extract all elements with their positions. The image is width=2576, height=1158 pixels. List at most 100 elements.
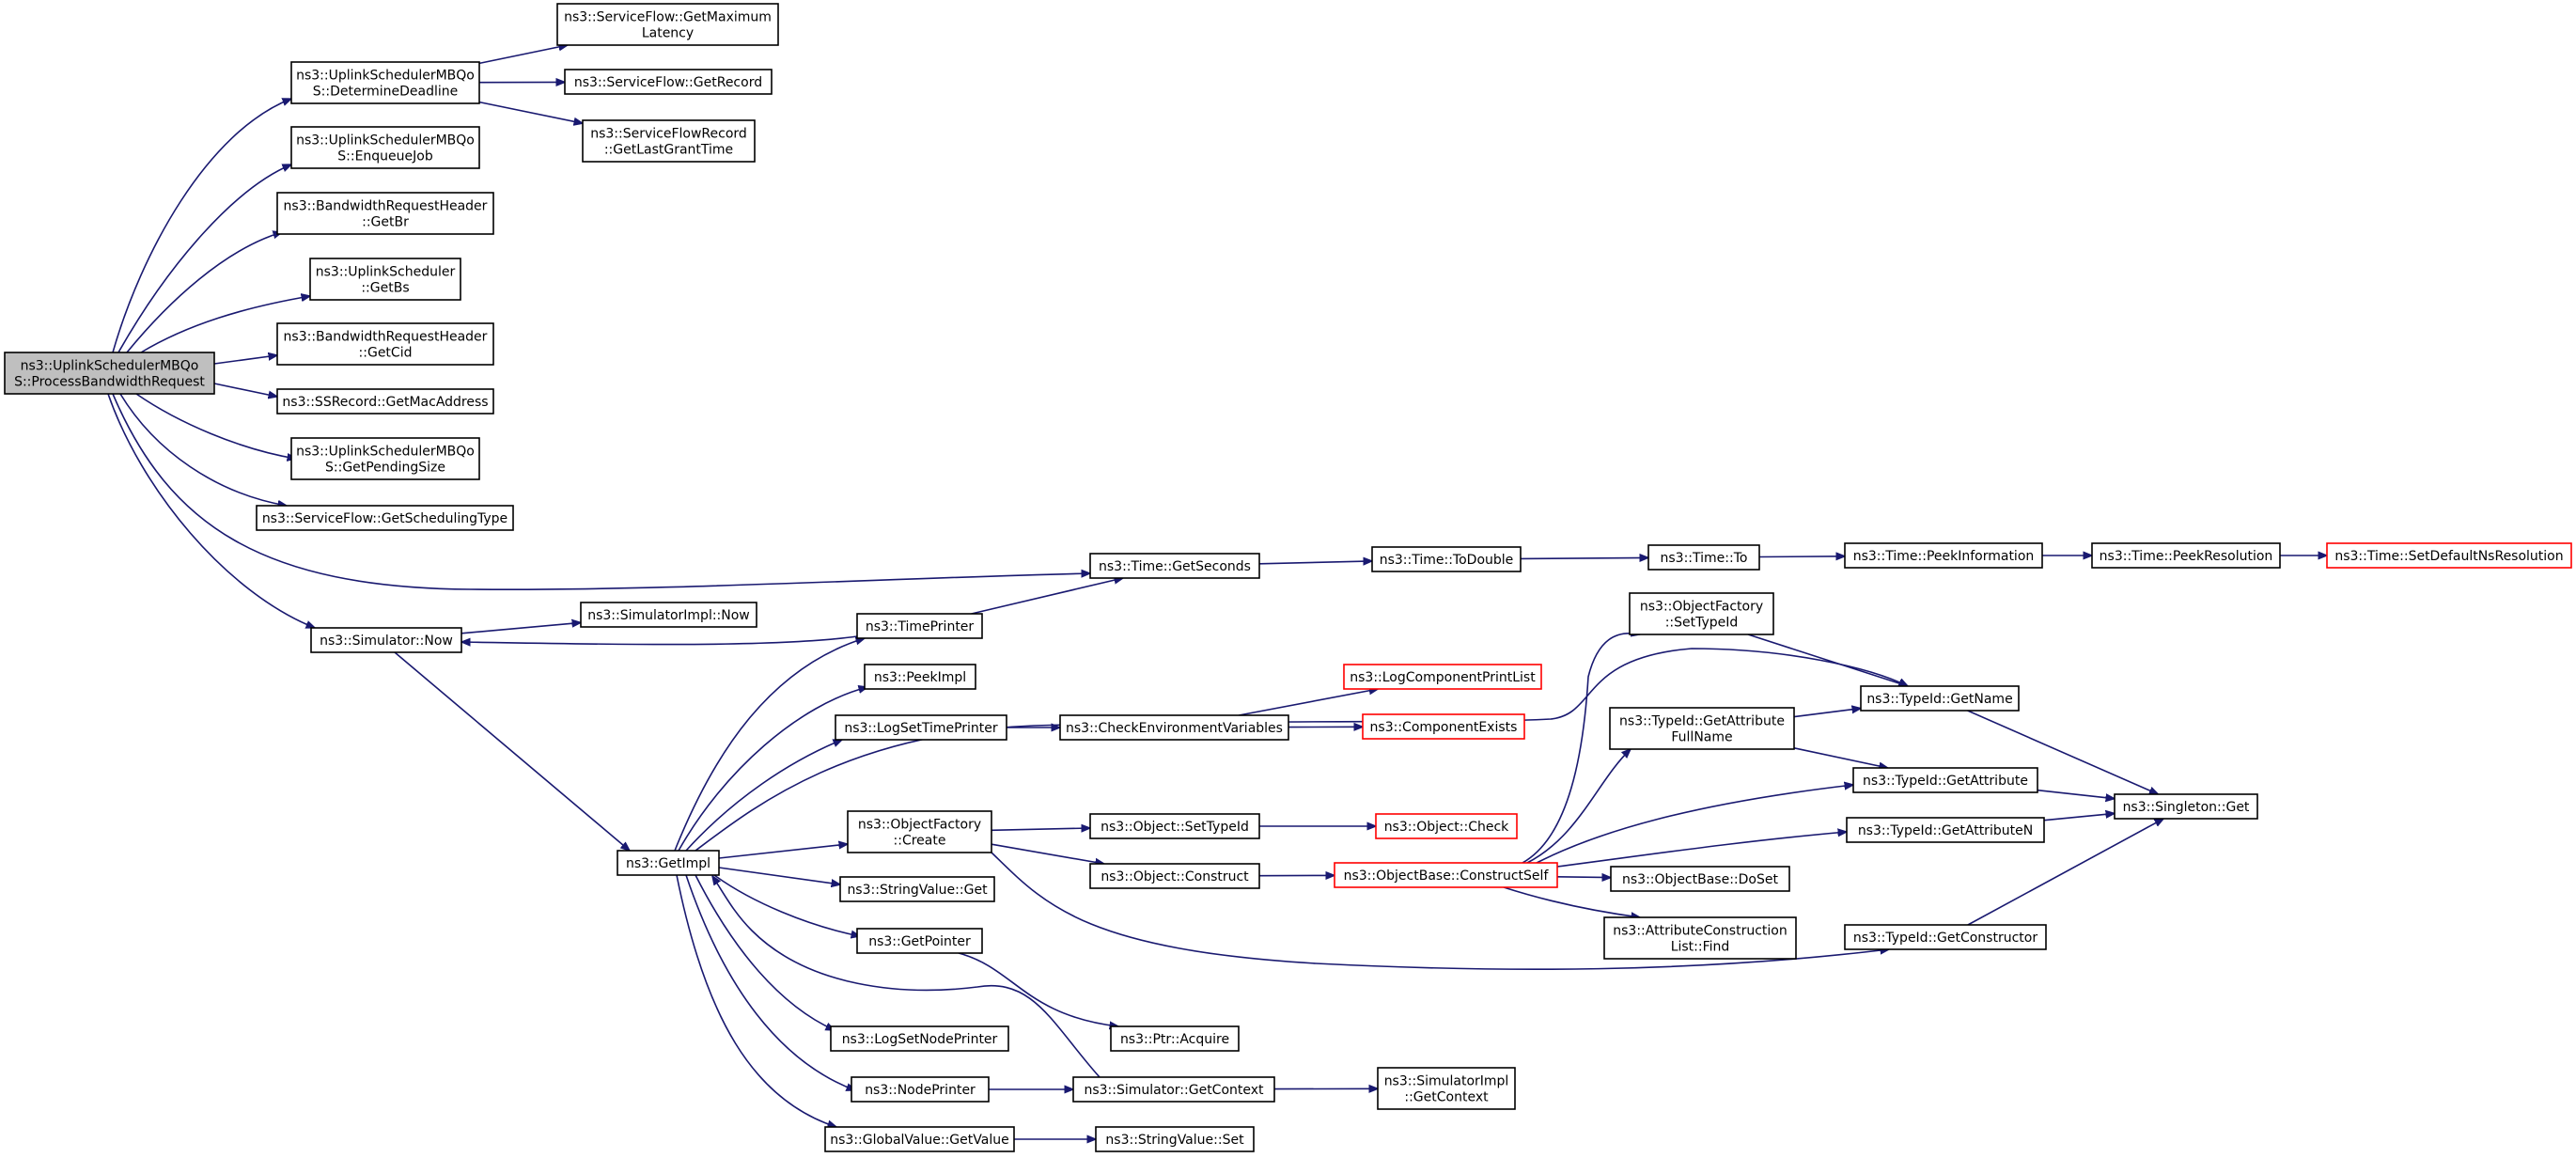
node-box: [617, 850, 720, 876]
node-object-construct[interactable]: ns3::Object::Construct: [1089, 863, 1260, 889]
node-label-line: S::GetPendingSize: [325, 461, 445, 476]
node-label-line: ns3::Time::GetSeconds: [1099, 559, 1251, 574]
node-time-printer[interactable]: ns3::TimePrinter: [856, 613, 983, 639]
node-label-line: ns3::LogSetTimePrinter: [844, 721, 998, 736]
node-label-line: ns3::ServiceFlow::GetMaximum: [564, 10, 772, 25]
edge-path: [1526, 749, 1631, 864]
node-object-factory-create[interactable]: ns3::ObjectFactory::Create: [847, 810, 992, 853]
edge-object_base_construct_self-to-attribute_construction_list_find: [1503, 886, 1640, 917]
node-get-last-grant-time[interactable]: ns3::ServiceFlowRecord::GetLastGrantTime: [582, 119, 756, 163]
node-object-check[interactable]: ns3::Object::Check: [1375, 813, 1518, 839]
node-label-line: ns3::ServiceFlow::GetSchedulingType: [262, 511, 507, 526]
node-box: [1629, 592, 1774, 635]
node-get-pointer[interactable]: ns3::GetPointer: [856, 928, 983, 954]
node-time-to[interactable]: ns3::Time::To: [1647, 544, 1760, 571]
edge-get_impl-to-string_value_get: [718, 867, 840, 884]
node-box: [4, 352, 215, 395]
node-box: [856, 613, 983, 639]
node-box: [2326, 542, 2572, 569]
node-box: [310, 627, 462, 653]
node-time-get-seconds[interactable]: ns3::Time::GetSeconds: [1089, 553, 1260, 579]
node-check-env-vars[interactable]: ns3::CheckEnvironmentVariables: [1059, 714, 1289, 741]
node-label-line: ns3::Time::SetDefaultNsResolution: [2334, 549, 2563, 564]
node-time-peek-resolution[interactable]: ns3::Time::PeekResolution: [2091, 542, 2281, 569]
node-box: [1110, 1025, 1240, 1052]
node-label-line: ns3::Object::Check: [1384, 820, 1509, 835]
node-time-to-double[interactable]: ns3::Time::ToDouble: [1371, 546, 1522, 572]
node-box: [1610, 866, 1790, 892]
node-object-factory-set-type-id[interactable]: ns3::ObjectFactory::SetTypeId: [1629, 592, 1774, 635]
node-simulator-now[interactable]: ns3::Simulator::Now: [310, 627, 462, 653]
edge-path: [140, 296, 310, 353]
node-label-line: ns3::ObjectFactory: [858, 818, 981, 833]
node-log-set-time-printer[interactable]: ns3::LogSetTimePrinter: [835, 714, 1007, 741]
node-label-line: ns3::Object::SetTypeId: [1101, 820, 1249, 835]
edge-time_to_double-to-time_to: [1520, 557, 1648, 558]
node-get-scheduling-type[interactable]: ns3::ServiceFlow::GetSchedulingType: [256, 505, 514, 531]
node-get-mac-address[interactable]: ns3::SSRecord::GetMacAddress: [276, 388, 494, 415]
edge-process_bandwidth_request-to-time_get_seconds: [112, 393, 1090, 590]
node-component-exists[interactable]: ns3::ComponentExists: [1362, 713, 1525, 740]
node-simulator-impl-now[interactable]: ns3::SimulatorImpl::Now: [580, 602, 757, 628]
node-type-id-get-attribute-n[interactable]: ns3::TypeId::GetAttributeN: [1846, 817, 2045, 843]
node-type-id-get-name[interactable]: ns3::TypeId::GetName: [1860, 685, 2020, 712]
node-object-base-do-set[interactable]: ns3::ObjectBase::DoSet: [1610, 866, 1790, 892]
node-string-value-get[interactable]: ns3::StringValue::Get: [839, 876, 995, 902]
edge-object_base_construct_self-to-object_base_do_set: [1556, 877, 1611, 878]
node-get-bs[interactable]: ns3::UplinkScheduler::GetBs: [309, 258, 461, 301]
edge-path: [713, 874, 860, 936]
edge-time_printer-to-time_get_seconds: [971, 578, 1123, 615]
edge-get_impl-to-get_pointer: [713, 874, 860, 936]
edge-path: [126, 232, 282, 353]
node-box: [1375, 813, 1518, 839]
node-ptr-acquire[interactable]: ns3::Ptr::Acquire: [1110, 1025, 1240, 1052]
node-box: [1371, 546, 1522, 572]
edge-path: [1556, 832, 1847, 868]
node-type-id-get-constructor[interactable]: ns3::TypeId::GetConstructor: [1844, 924, 2047, 950]
edge-get_pointer-to-ptr_acquire: [958, 952, 1118, 1026]
node-box: [835, 714, 1007, 741]
node-box: [1603, 916, 1797, 960]
node-get-pending-size[interactable]: ns3::UplinkSchedulerMBQoS::GetPendingSiz…: [290, 437, 480, 480]
edge-path: [1556, 877, 1611, 878]
edge-path: [1239, 689, 1378, 716]
node-object-base-construct-self[interactable]: ns3::ObjectBase::ConstructSelf: [1334, 862, 1558, 888]
node-sf-get-record[interactable]: ns3::ServiceFlow::GetRecord: [564, 69, 773, 95]
node-box: [2091, 542, 2281, 569]
node-box: [1860, 685, 2020, 712]
node-process-bandwidth-request[interactable]: ns3::UplinkSchedulerMBQoS::ProcessBandwi…: [4, 352, 215, 395]
edge-path: [394, 651, 630, 851]
node-determine-deadline[interactable]: ns3::UplinkSchedulerMBQoS::DetermineDead…: [290, 61, 480, 104]
node-get-impl[interactable]: ns3::GetImpl: [617, 850, 720, 876]
edge-path: [1536, 785, 1853, 864]
node-get-cid[interactable]: ns3::BandwidthRequestHeader::GetCid: [276, 322, 494, 366]
edge-determine_deadline-to-get_max_latency: [478, 45, 568, 65]
node-get-br[interactable]: ns3::BandwidthRequestHeader::GetBr: [276, 192, 494, 235]
edge-type_id_get_name-to-singleton_get: [1967, 710, 2159, 794]
node-label-line: ns3::UplinkSchedulerMBQo: [296, 133, 475, 149]
edge-get_impl-to-time_printer: [674, 638, 865, 852]
node-box: [1609, 707, 1795, 750]
node-log-set-node-printer[interactable]: ns3::LogSetNodePrinter: [830, 1025, 1009, 1052]
node-type-id-get-attribute[interactable]: ns3::TypeId::GetAttribute: [1852, 767, 2038, 793]
node-peek-impl[interactable]: ns3::PeekImpl: [864, 664, 976, 690]
node-simulator-get-context[interactable]: ns3::Simulator::GetContext: [1072, 1076, 1275, 1103]
node-object-set-type-id[interactable]: ns3::Object::SetTypeId: [1089, 813, 1260, 839]
node-time-peek-information[interactable]: ns3::Time::PeekInformation: [1844, 542, 2043, 569]
node-global-value-get-value[interactable]: ns3::GlobalValue::GetValue: [824, 1126, 1015, 1152]
node-log-component-print-list[interactable]: ns3::LogComponentPrintList: [1343, 664, 1542, 690]
node-label-line: ns3::StringValue::Get: [847, 883, 988, 898]
node-singleton-get[interactable]: ns3::Singleton::Get: [2114, 793, 2258, 820]
node-node-printer[interactable]: ns3::NodePrinter: [851, 1076, 990, 1103]
node-simulator-impl-get-context[interactable]: ns3::SimulatorImpl::GetContext: [1377, 1067, 1516, 1110]
node-label-line: ns3::PeekImpl: [874, 670, 966, 685]
edge-path: [1258, 561, 1372, 564]
node-string-value-set[interactable]: ns3::StringValue::Set: [1095, 1126, 1255, 1152]
node-time-set-default-ns-resolution[interactable]: ns3::Time::SetDefaultNsResolution: [2326, 542, 2572, 569]
node-box: [830, 1025, 1009, 1052]
